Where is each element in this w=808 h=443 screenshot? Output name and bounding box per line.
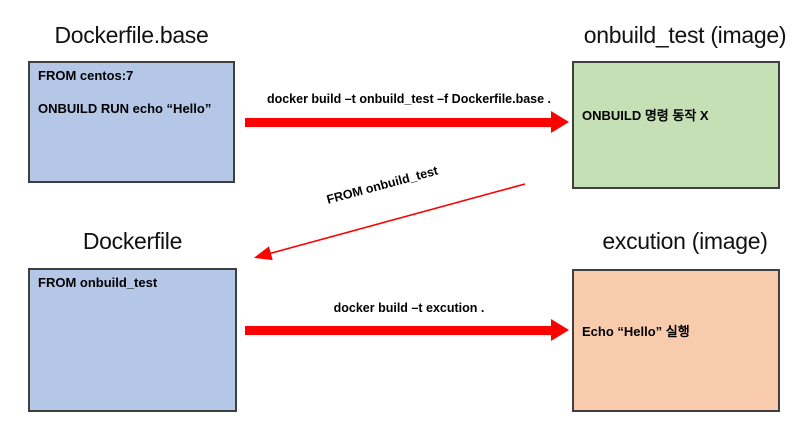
excution-text: Echo “Hello” 실행 bbox=[582, 323, 690, 339]
node-title-dockerfile: Dockerfile bbox=[82, 228, 183, 254]
code-line-onbuild-run: ONBUILD RUN echo “Hello” bbox=[38, 101, 212, 116]
node-title-dockerfile-base: Dockerfile.base bbox=[54, 22, 209, 48]
build-excution-command-label: docker build –t excution . bbox=[333, 301, 485, 315]
arrow-right-icon bbox=[245, 118, 551, 127]
node-box-excution-image: Echo “Hello” 실행 bbox=[572, 269, 780, 412]
node-box-dockerfile: FROM onbuild_test bbox=[28, 268, 237, 412]
onbuild-test-text: ONBUILD 명령 동작 X bbox=[582, 108, 709, 123]
arrow-right-head-icon bbox=[551, 319, 569, 341]
arrow-right-icon bbox=[245, 326, 551, 335]
node-box-dockerfile-base: FROM centos:7 ONBUILD RUN echo “Hello” bbox=[28, 61, 235, 183]
node-title-onbuild-test-image: onbuild_test (image) bbox=[583, 22, 787, 48]
build-base-command-label: docker build –t onbuild_test –f Dockerfi… bbox=[266, 92, 552, 106]
dockerfile-content: FROM onbuild_test bbox=[30, 270, 235, 296]
code-line-from-onbuild-test: FROM onbuild_test bbox=[38, 275, 158, 290]
dockerfile-base-content: FROM centos:7 ONBUILD RUN echo “Hello” bbox=[30, 63, 233, 122]
code-line-from-centos: FROM centos:7 bbox=[38, 68, 134, 83]
arrow-right-head-icon bbox=[551, 111, 569, 133]
node-title-excution-image: excution (image) bbox=[602, 228, 768, 254]
node-box-onbuild-test-image: ONBUILD 명령 동작 X bbox=[572, 61, 780, 189]
from-onbuild-arrow-icon bbox=[253, 183, 526, 261]
